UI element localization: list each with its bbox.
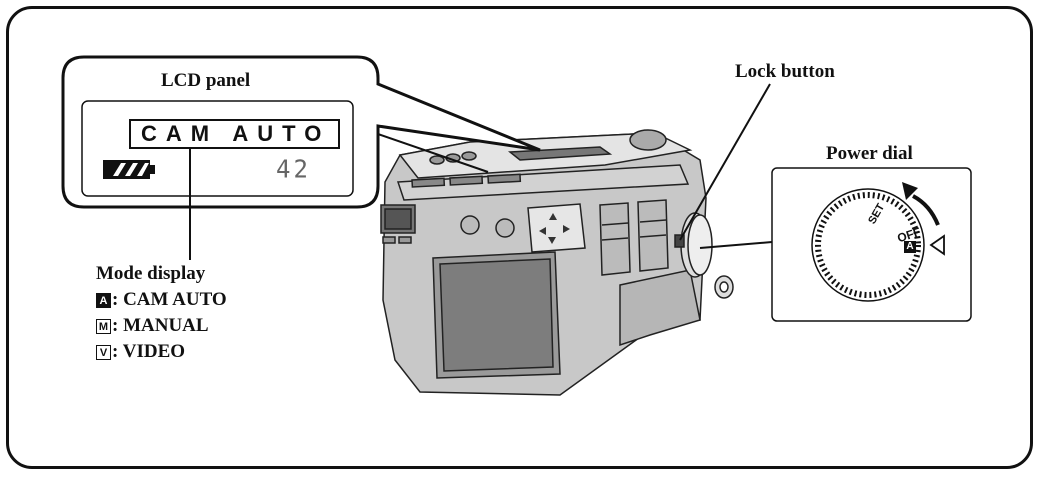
power-dial-label: Power dial: [826, 143, 913, 164]
camera-body: [380, 129, 734, 396]
mode-row-manual: M: MANUAL: [96, 315, 209, 337]
mode-row-cam-auto: A: CAM AUTO: [96, 289, 227, 311]
battery-icon: [103, 160, 155, 179]
mode-label: : MANUAL: [112, 315, 209, 336]
dial-auto-icon: A: [904, 241, 916, 253]
power-dial: [811, 182, 945, 302]
lcd-mode-text: CAM AUTO: [129, 119, 340, 149]
lcd-shot-count: 42: [276, 154, 311, 184]
diagram-frame: [6, 6, 1033, 469]
lcd-panel-label: LCD panel: [161, 70, 251, 91]
lock-button-label: Lock button: [735, 61, 835, 82]
auto-mode-icon: A: [96, 293, 111, 308]
manual-mode-icon: M: [96, 319, 111, 334]
mode-label: : CAM AUTO: [112, 289, 227, 310]
mode-display-label: Mode display: [96, 263, 206, 284]
video-mode-icon: V: [96, 345, 111, 360]
mode-label: : VIDEO: [112, 341, 186, 362]
mode-row-video: V: VIDEO: [96, 341, 185, 363]
